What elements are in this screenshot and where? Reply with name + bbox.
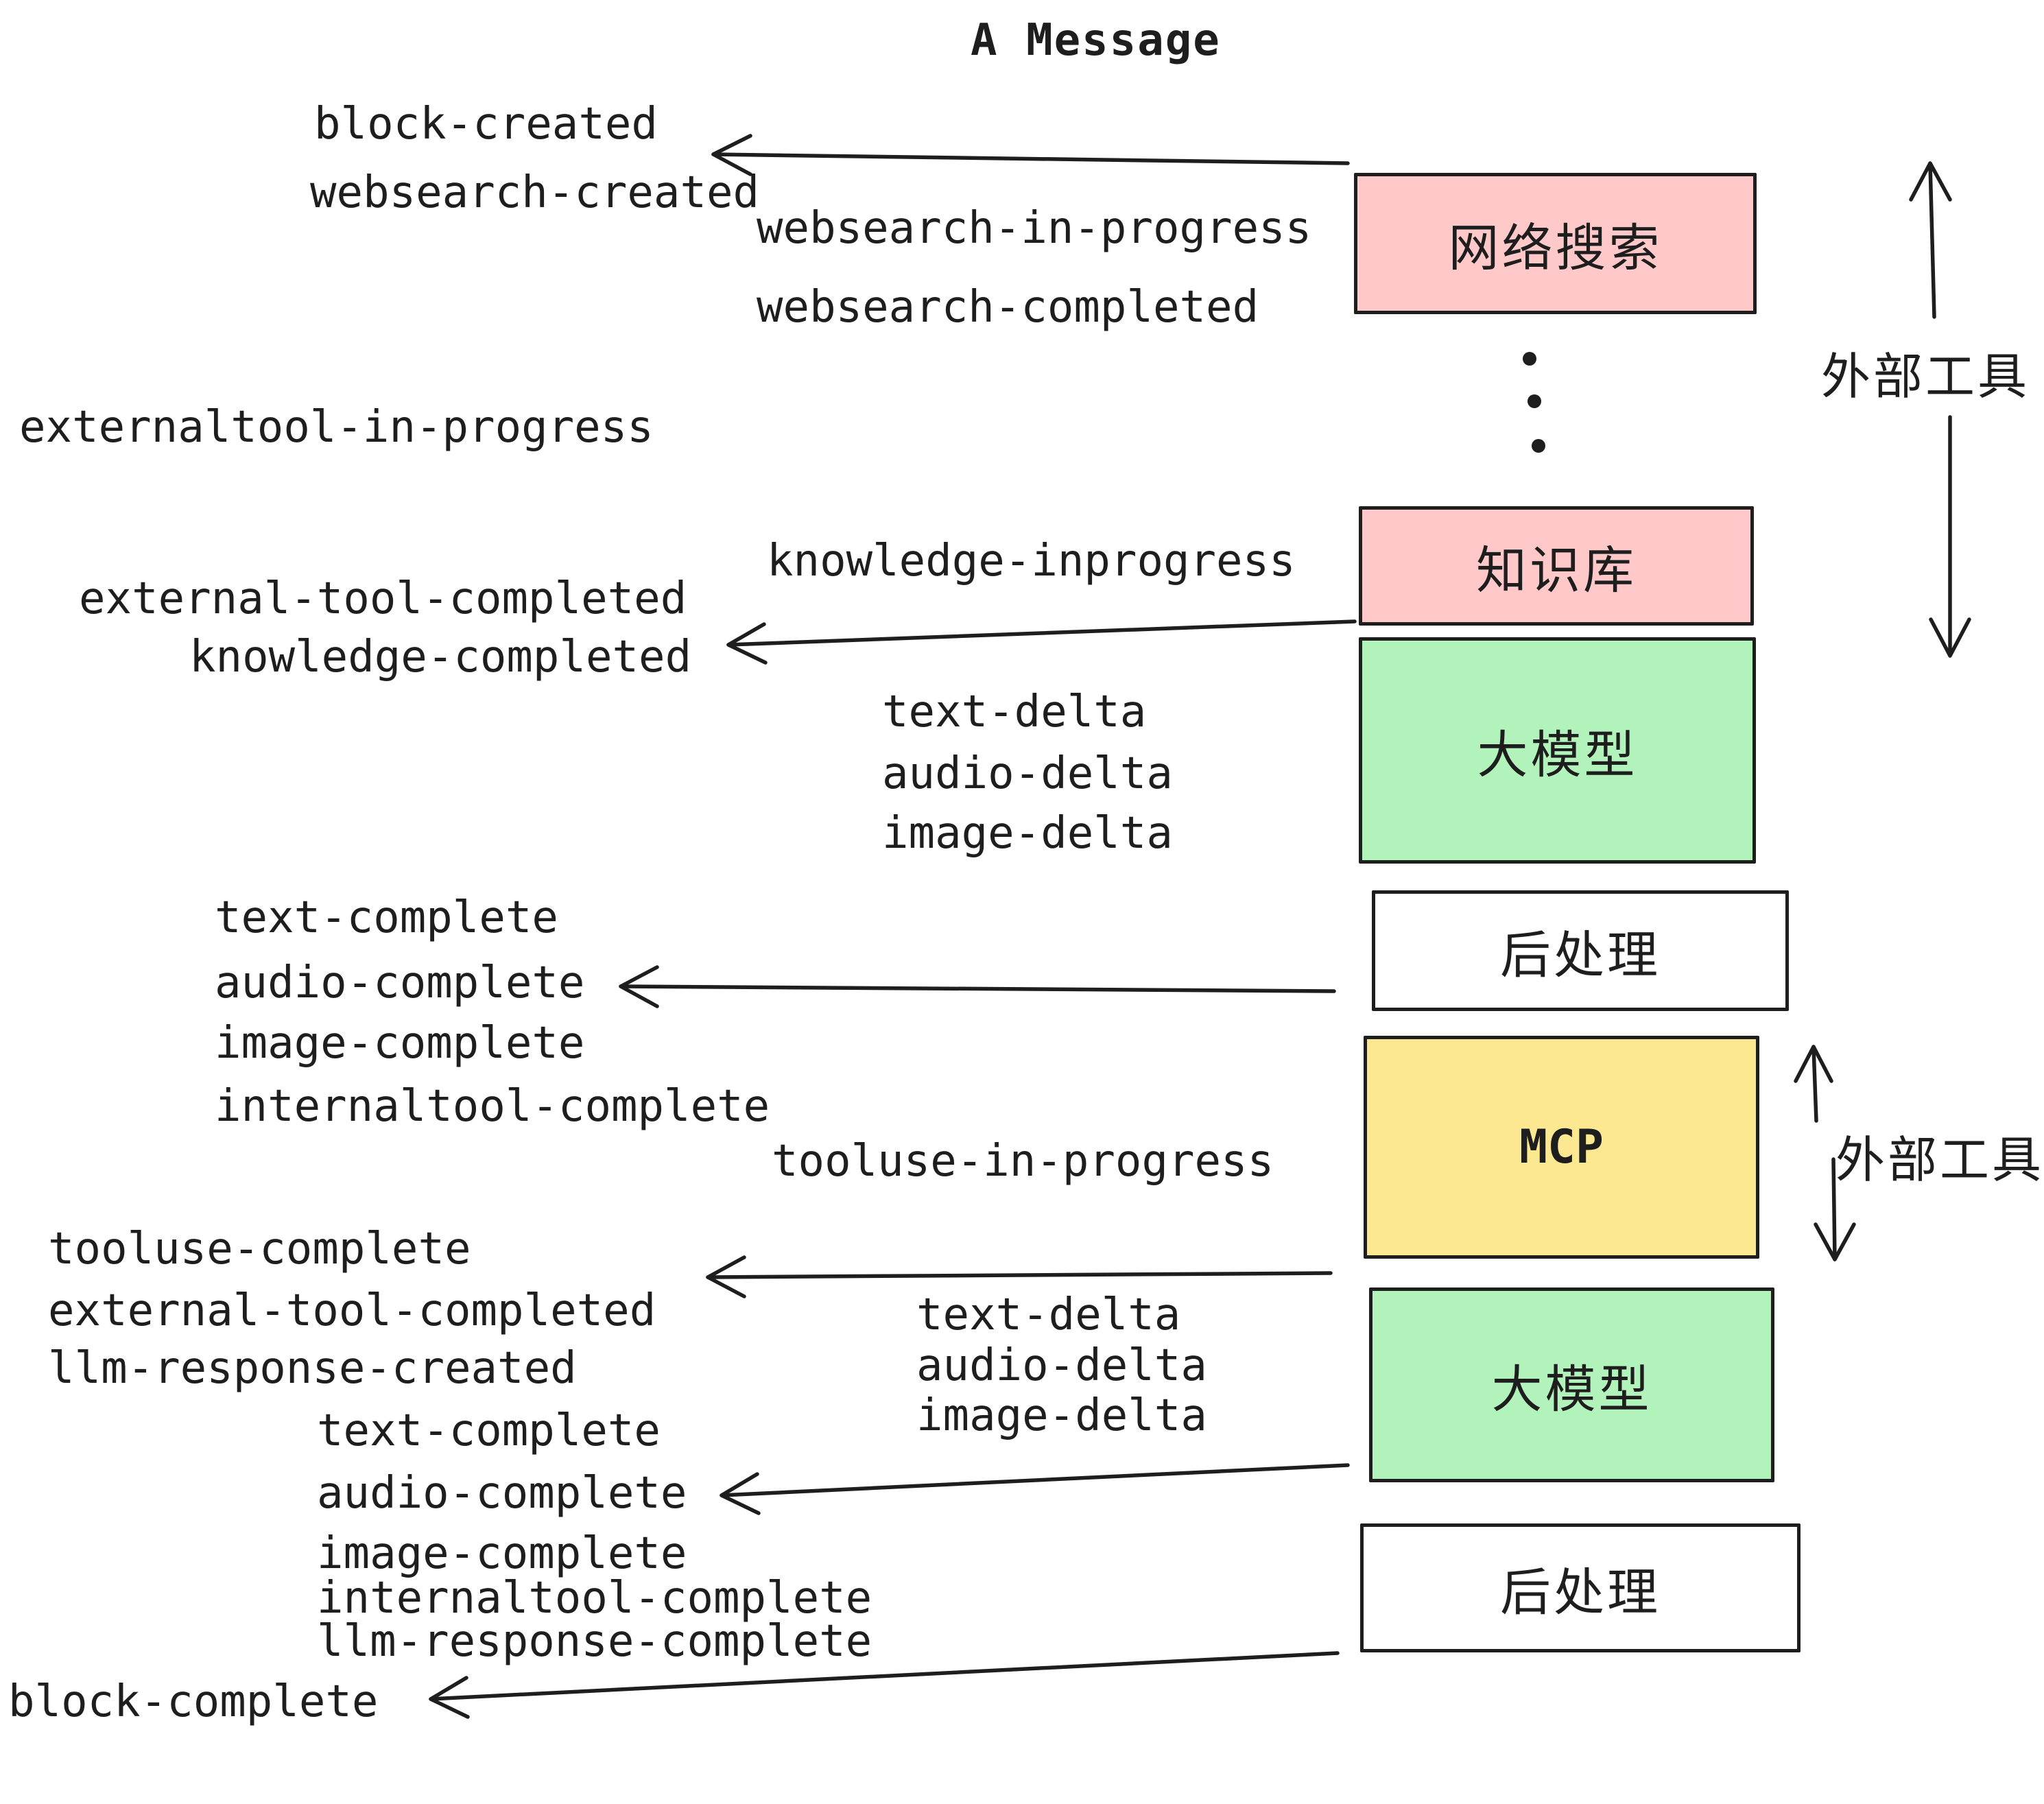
ellipsis-dots-icon [1523, 352, 1545, 453]
event-label-image-complete-2: image-complete [317, 1528, 687, 1579]
arrow-to-websearch-created [711, 134, 1350, 176]
arrow-to-knowledge-completed [726, 619, 1357, 665]
event-label-audio-delta-2: audio-delta [916, 1340, 1207, 1391]
box-llm-1-label: 大模型 [1477, 726, 1638, 783]
event-label-audio-complete-2: audio-complete [317, 1468, 687, 1519]
arrow-to-block-complete [429, 1651, 1340, 1719]
external-tools-up-arrow [1909, 161, 1952, 319]
event-label-knowledge-completed: knowledge-completed [189, 632, 692, 683]
mcp-external-tools-up-arrow [1794, 1045, 1833, 1123]
event-label-knowledge-inprogress: knowledge-inprogress [767, 536, 1296, 586]
event-label-llm-response-created: llm-response-created [48, 1343, 577, 1394]
arrow-to-audio-complete [720, 1463, 1350, 1515]
event-label-audio-delta-1: audio-delta [882, 748, 1173, 799]
event-label-websearch-created: websearch-created [310, 167, 760, 218]
box-postprocess-1[interactable]: 后处理 [1372, 890, 1789, 1011]
event-label-external-tool-completed-1: external-tool-completed [79, 573, 687, 624]
event-label-image-delta-1: image-delta [882, 808, 1173, 859]
arrow-to-tooluse-complete [706, 1255, 1333, 1298]
box-mcp[interactable]: MCP [1364, 1036, 1759, 1259]
mcp-external-tools-down-arrow [1814, 1157, 1856, 1261]
box-knowledge-label: 知识库 [1476, 541, 1637, 599]
event-label-text-delta-2: text-delta [916, 1290, 1181, 1340]
external-tools-label-1: 外部工具 [1821, 350, 2030, 405]
external-tools-label-2: 外部工具 [1835, 1133, 2044, 1188]
event-label-image-delta-2: image-delta [916, 1390, 1207, 1441]
event-label-block-created: block-created [314, 99, 658, 150]
box-websearch[interactable]: 网络搜索 [1354, 173, 1757, 314]
event-label-text-complete-1: text-complete [215, 892, 558, 943]
event-label-block-complete: block-complete [8, 1676, 379, 1727]
box-mcp-label: MCP [1519, 1120, 1604, 1174]
box-postprocess-2-label: 后处理 [1500, 1563, 1661, 1621]
page-title: A Message [971, 15, 1221, 66]
event-label-internaltool-complete-1: internaltool-complete [215, 1081, 770, 1132]
box-llm-2-label: 大模型 [1491, 1360, 1652, 1418]
event-label-internaltool-complete-2: internaltool-complete [317, 1573, 872, 1624]
event-label-text-complete-2: text-complete [317, 1405, 661, 1456]
box-knowledge[interactable]: 知识库 [1359, 506, 1754, 626]
event-label-tooluse-in-progress: tooluse-in-progress [772, 1136, 1274, 1187]
event-label-external-tool-completed-2: external-tool-completed [48, 1285, 656, 1336]
external-tools-down-arrow [1929, 415, 1971, 658]
event-label-image-complete-1: image-complete [215, 1018, 585, 1069]
box-postprocess-2[interactable]: 后处理 [1360, 1523, 1801, 1652]
event-label-externaltool-in-progress: externaltool-in-progress [19, 402, 654, 453]
event-label-websearch-completed: websearch-completed [757, 282, 1259, 333]
arrow-to-image-complete [619, 965, 1336, 1008]
event-label-llm-response-complete: llm-response-complete [317, 1616, 872, 1667]
event-label-text-delta-1: text-delta [882, 687, 1147, 737]
box-llm-1[interactable]: 大模型 [1359, 637, 1756, 864]
event-label-tooluse-complete: tooluse-complete [48, 1224, 471, 1274]
event-label-websearch-in-progress: websearch-in-progress [757, 203, 1312, 254]
box-postprocess-1-label: 后处理 [1500, 926, 1661, 984]
box-websearch-label: 网络搜索 [1448, 219, 1663, 276]
event-label-audio-complete-1: audio-complete [215, 958, 585, 1008]
box-llm-2[interactable]: 大模型 [1369, 1287, 1774, 1482]
